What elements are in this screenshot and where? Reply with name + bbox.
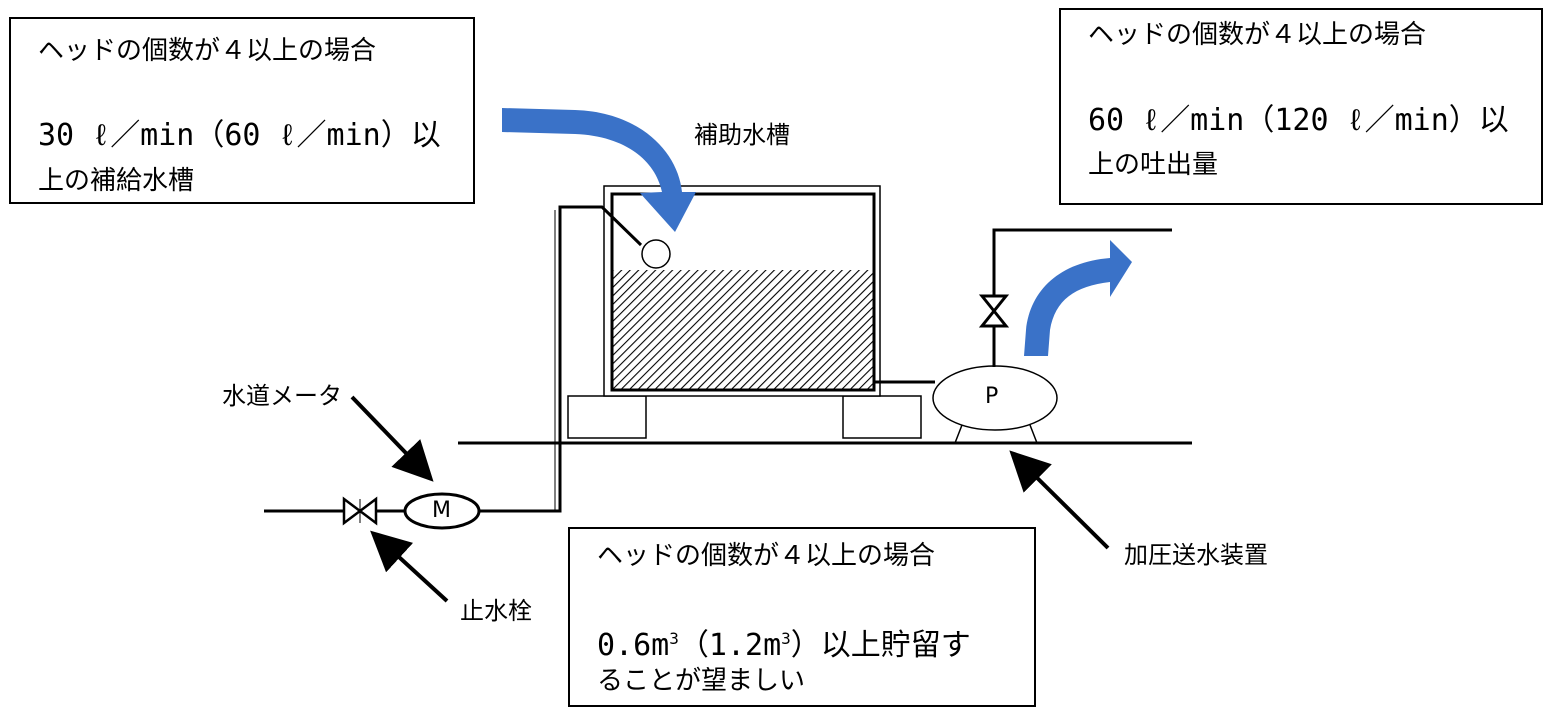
float-valve-icon — [641, 239, 671, 269]
stop-valve-label: 止水栓 — [460, 597, 532, 625]
storage-volume-alt-exp: 3 — [781, 629, 791, 648]
makeup-flow-arrow-icon — [502, 108, 696, 232]
storage-volume-exp: 3 — [669, 629, 679, 648]
makeup-callout-line1: ヘッドの個数が４以上の場合 — [38, 36, 377, 66]
discharge-callout-line2: 60 ℓ／min（120 ℓ／min）以 — [1088, 103, 1509, 138]
pump-pointer-arrow-icon — [1009, 450, 1110, 550]
water-meter-label: 水道メータ — [222, 382, 342, 410]
tank-support-right — [842, 395, 922, 439]
discharge-flow-arrow-icon — [1024, 240, 1132, 356]
aux-tank-label: 補助水槽 — [694, 121, 790, 149]
supply-pipe — [478, 205, 643, 513]
storage-callout-line1: ヘッドの個数が４以上の場合 — [597, 541, 936, 571]
discharge-callout: ヘッドの個数が４以上の場合 60 ℓ／min（120 ℓ／min）以 上の吐出量 — [1059, 8, 1543, 205]
water-meter-icon — [403, 492, 481, 530]
valve-pointer-arrow-icon — [370, 530, 449, 603]
storage-volume-tail: ）以上貯留す — [790, 628, 971, 663]
makeup-callout-line3: 上の補給水槽 — [38, 166, 195, 196]
meter-symbol: M — [432, 498, 451, 523]
storage-volume: 0.6m — [597, 628, 670, 663]
pump-symbol: P — [985, 384, 999, 409]
discharge-valve-icon — [978, 294, 1010, 328]
meter-pointer-arrow-icon — [350, 395, 434, 482]
tank-support-left — [567, 395, 647, 439]
makeup-callout-line2: 30 ℓ／min（60 ℓ／min）以 — [38, 118, 441, 153]
aux-tank — [603, 185, 881, 397]
storage-callout: ヘッドの個数が４以上の場合 0.6m3（1.2m3）以上貯留す ることが望ましい — [568, 527, 1036, 707]
storage-callout-line2: 0.6m3（1.2m3）以上貯留す — [597, 624, 971, 661]
storage-volume-alt: （1.2m — [678, 628, 782, 663]
discharge-pipe — [992, 228, 1172, 367]
makeup-tank-callout: ヘッドの個数が４以上の場合 30 ℓ／min（60 ℓ／min）以 上の補給水槽 — [9, 17, 475, 204]
storage-callout-line3: ることが望ましい — [597, 666, 806, 696]
discharge-callout-line1: ヘッドの個数が４以上の場合 — [1088, 20, 1427, 50]
stop-valve-icon — [342, 496, 378, 526]
discharge-callout-line3: 上の吐出量 — [1088, 150, 1219, 180]
pressure-unit-label: 加圧送水装置 — [1124, 541, 1268, 569]
